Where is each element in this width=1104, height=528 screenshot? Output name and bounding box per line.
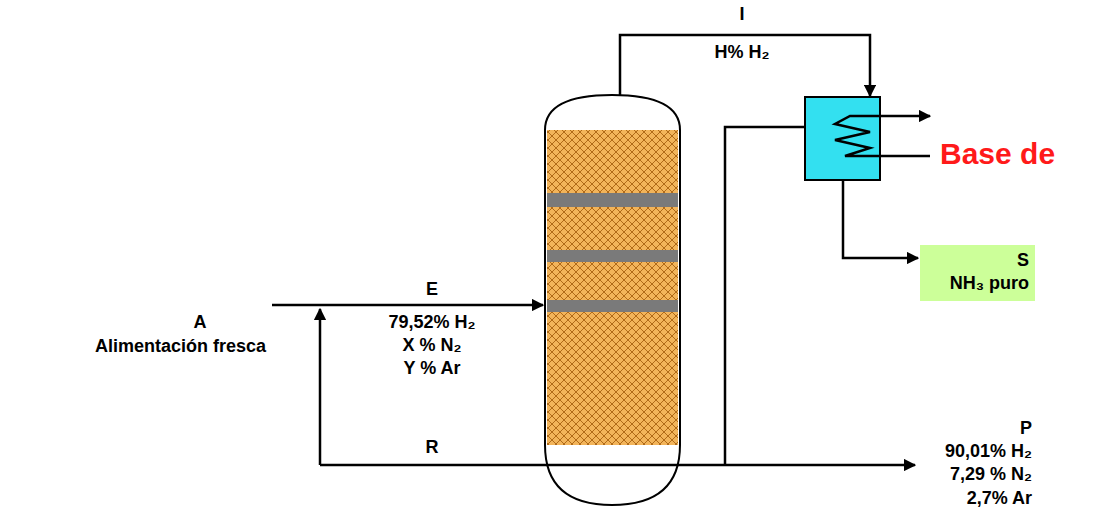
composition-value: 2,7% Ar <box>967 488 1032 510</box>
stream-name: A <box>194 312 207 334</box>
composition-value: Y % Ar <box>403 358 460 380</box>
recycle-line <box>319 309 322 465</box>
product-line <box>843 180 918 258</box>
stream-description: Alimentación fresca <box>95 336 266 358</box>
cooling-coil <box>835 116 930 156</box>
composition-value: X % N₂ <box>402 335 461 357</box>
reactor-vessel <box>545 95 680 505</box>
catalyst-bed <box>547 130 678 193</box>
product-name: NH₃ puro <box>926 272 1029 295</box>
composition-value: 90,01% H₂ <box>945 441 1032 463</box>
stream-name: E <box>426 279 438 301</box>
catalyst-bed <box>547 207 678 250</box>
reactor-outlet-line <box>620 35 870 96</box>
bed-plate <box>547 250 678 262</box>
catalyst-bed <box>547 312 678 445</box>
composition-value: H% H₂ <box>714 42 769 64</box>
stream-name: S <box>926 249 1029 272</box>
composition-value: 79,52% H₂ <box>388 312 475 334</box>
stream-name: P <box>1020 418 1032 440</box>
stream-name: I <box>739 4 744 26</box>
catalyst-bed <box>547 262 678 300</box>
feed-stream-line <box>272 304 543 307</box>
bed-plate <box>547 193 678 207</box>
bed-plate <box>547 300 678 312</box>
gas-outlet-line <box>725 127 805 465</box>
composition-value: 7,29 % N₂ <box>950 464 1032 486</box>
calculation-basis: Base de <box>940 136 1055 172</box>
purge-line <box>320 464 915 467</box>
product-box: SNH₃ puro <box>920 245 1035 301</box>
stream-name: R <box>426 437 439 459</box>
